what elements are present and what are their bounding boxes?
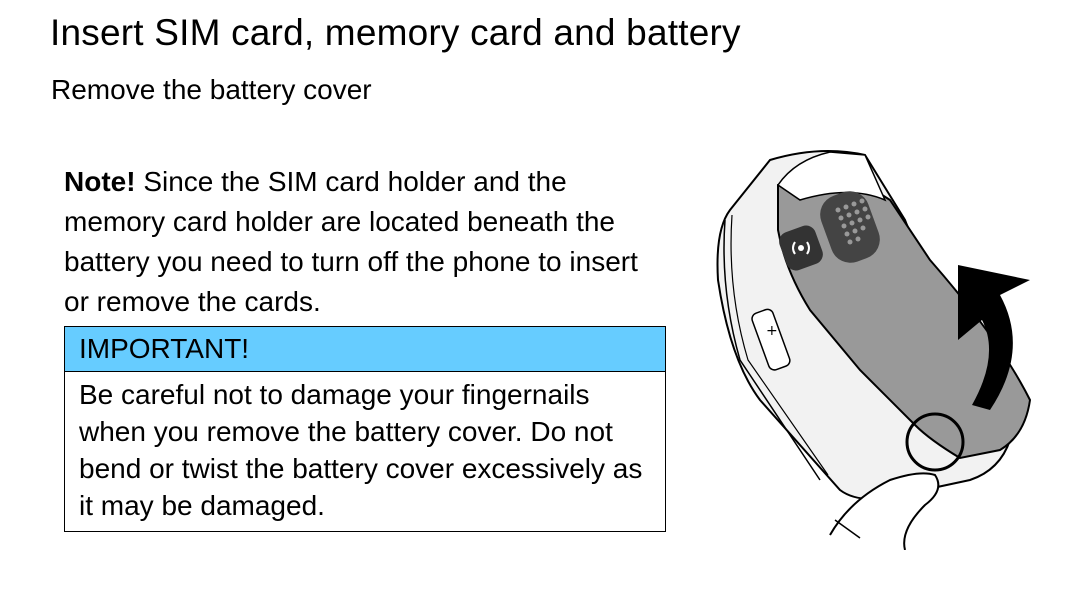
- note-label: Note!: [64, 166, 136, 197]
- important-body: Be careful not to damage your fingernail…: [79, 379, 643, 521]
- important-box: IMPORTANT! Be careful not to damage your…: [64, 326, 666, 532]
- phone-back-icon: +: [716, 150, 1032, 551]
- finger-icon: [829, 472, 940, 551]
- svg-text:+: +: [766, 323, 778, 339]
- speaker-grille-icon: [820, 191, 880, 263]
- curved-arrow-icon: [958, 265, 1030, 410]
- page-subtitle: Remove the battery cover: [51, 74, 372, 105]
- phone-illustration: +: [700, 140, 1050, 551]
- note-paragraph: Note! Since the SIM card holder and the …: [64, 162, 664, 322]
- note-text: Since the SIM card holder and the memory…: [64, 166, 638, 317]
- notch-circle-icon: [905, 412, 965, 472]
- important-header: IMPORTANT!: [65, 327, 665, 372]
- nfc-icon: [779, 225, 823, 271]
- page-title: Insert SIM card, memory card and battery: [50, 12, 741, 53]
